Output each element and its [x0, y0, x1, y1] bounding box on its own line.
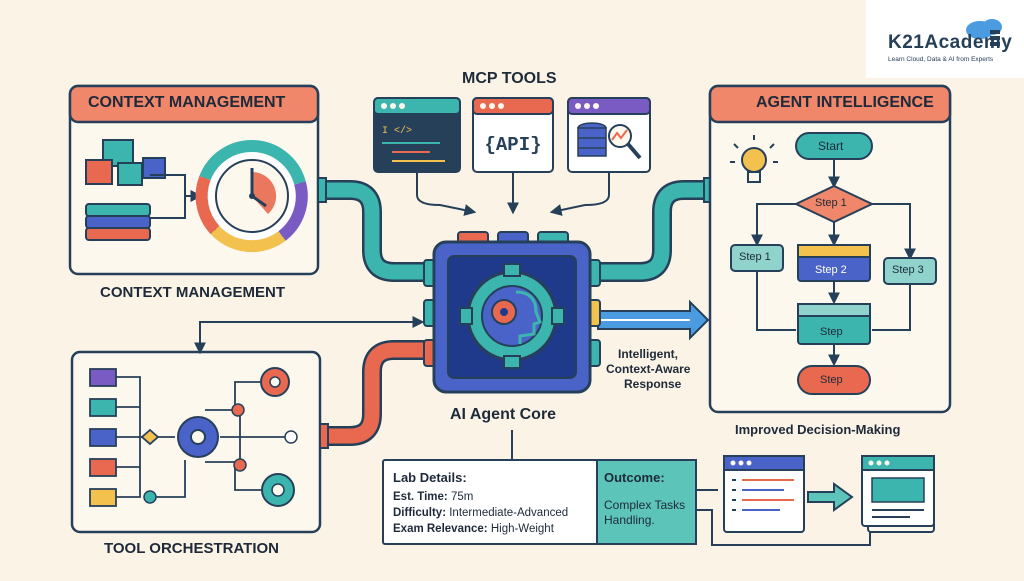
- flow-end-label: Step: [820, 374, 843, 386]
- flow-end-node: [797, 365, 871, 395]
- lab-difficulty-value: Intermediate-Advanced: [449, 507, 569, 519]
- flow-step1-left-label: Step 1: [739, 251, 771, 263]
- brand-name: K21Academy: [888, 32, 1013, 53]
- brand-logo[interactable]: K21Academy Learn Cloud, Data & AI from E…: [866, 0, 1024, 78]
- brand-tagline: Learn Cloud, Data & AI from Experts: [888, 56, 994, 63]
- lab-time-value: 75m: [450, 491, 474, 503]
- database-search-icon: [567, 97, 651, 173]
- layers-stack-icon: [85, 203, 151, 241]
- lab-relevance-row: Exam Relevance: High-Weight: [393, 523, 554, 535]
- response-line-1: Intelligent,: [618, 347, 678, 361]
- lightbulb-icon: [730, 135, 778, 183]
- response-arrow: [597, 299, 710, 341]
- agent-caption: Improved Decision-Making: [735, 422, 901, 437]
- clock-gauge-icon: [195, 139, 308, 253]
- tool-caption: TOOL ORCHESTRATION: [104, 540, 280, 557]
- flowchart: [751, 158, 916, 367]
- outcome-line-2: Handling.: [604, 513, 655, 527]
- result-document-window-icon: [861, 455, 935, 533]
- diamond-node: [140, 428, 160, 446]
- core-caption: AI Agent Core: [450, 406, 557, 423]
- lab-time-label: Est. Time:: [393, 491, 448, 503]
- agent-pipe: [598, 177, 713, 282]
- agent-panel-header: AGENT INTELLIGENCE: [756, 94, 934, 111]
- lab-details: Lab Details: Est. Time: 75m Difficulty: …: [383, 460, 597, 544]
- orchestration-connectors: [116, 376, 288, 498]
- result-arrow: [807, 482, 854, 512]
- context-panel-header: CONTEXT MANAGEMENT: [88, 94, 286, 111]
- flow-start-label: Start: [818, 139, 844, 153]
- api-label: {API}: [484, 134, 541, 156]
- flow-step3-node: [883, 257, 937, 285]
- flow-step-label: Step: [820, 326, 843, 338]
- folders-icon: [89, 368, 117, 507]
- flow-step2-label: Step 2: [815, 264, 847, 276]
- flow-start-node: [795, 132, 873, 160]
- code-window-icon: I </>: [373, 97, 461, 173]
- node-dot: [233, 458, 247, 472]
- outcome-title: Outcome:: [604, 470, 665, 485]
- flow-decision-node: [793, 184, 875, 224]
- flow-step3-label: Step 3: [892, 264, 924, 276]
- flow-step1-label: Step 1: [815, 197, 847, 209]
- mcp-connectors: [416, 172, 610, 216]
- outcome-line-1: Complex Tasks: [604, 498, 686, 512]
- stacked-cubes-icon: [85, 139, 166, 186]
- context-pipe: [317, 177, 428, 282]
- lab-relevance-value: High-Weight: [490, 523, 554, 535]
- node-dot: [143, 490, 157, 504]
- lab-difficulty-row: Difficulty: Intermediate-Advanced: [393, 507, 568, 519]
- response-line-3: Response: [624, 377, 682, 391]
- lab-time-row: Est. Time: 75m: [393, 491, 473, 503]
- result-list-window-icon: [723, 455, 805, 533]
- lab-difficulty-label: Difficulty:: [393, 507, 447, 519]
- svg-text:I </>: I </>: [382, 125, 412, 137]
- tool-pipe: [319, 340, 428, 449]
- cloud-logo-icon: [866, 0, 1024, 78]
- lab-relevance-label: Exam Relevance:: [393, 523, 488, 535]
- ai-core-chip: [423, 231, 601, 394]
- response-line-2: Context-Aware: [606, 362, 691, 376]
- flow-step1-left-node: [730, 244, 784, 272]
- outcome-connector: [696, 509, 871, 546]
- api-window-icon: {API}: [472, 97, 554, 173]
- node-dot: [284, 430, 298, 444]
- context-caption: CONTEXT MANAGEMENT: [100, 284, 285, 301]
- outcome-box: [596, 459, 697, 545]
- feedback-arrow: [194, 316, 425, 355]
- node-dot: [231, 403, 245, 417]
- mcp-tools-title: MCP TOOLS: [462, 70, 557, 87]
- lab-details-title: Lab Details:: [393, 470, 467, 485]
